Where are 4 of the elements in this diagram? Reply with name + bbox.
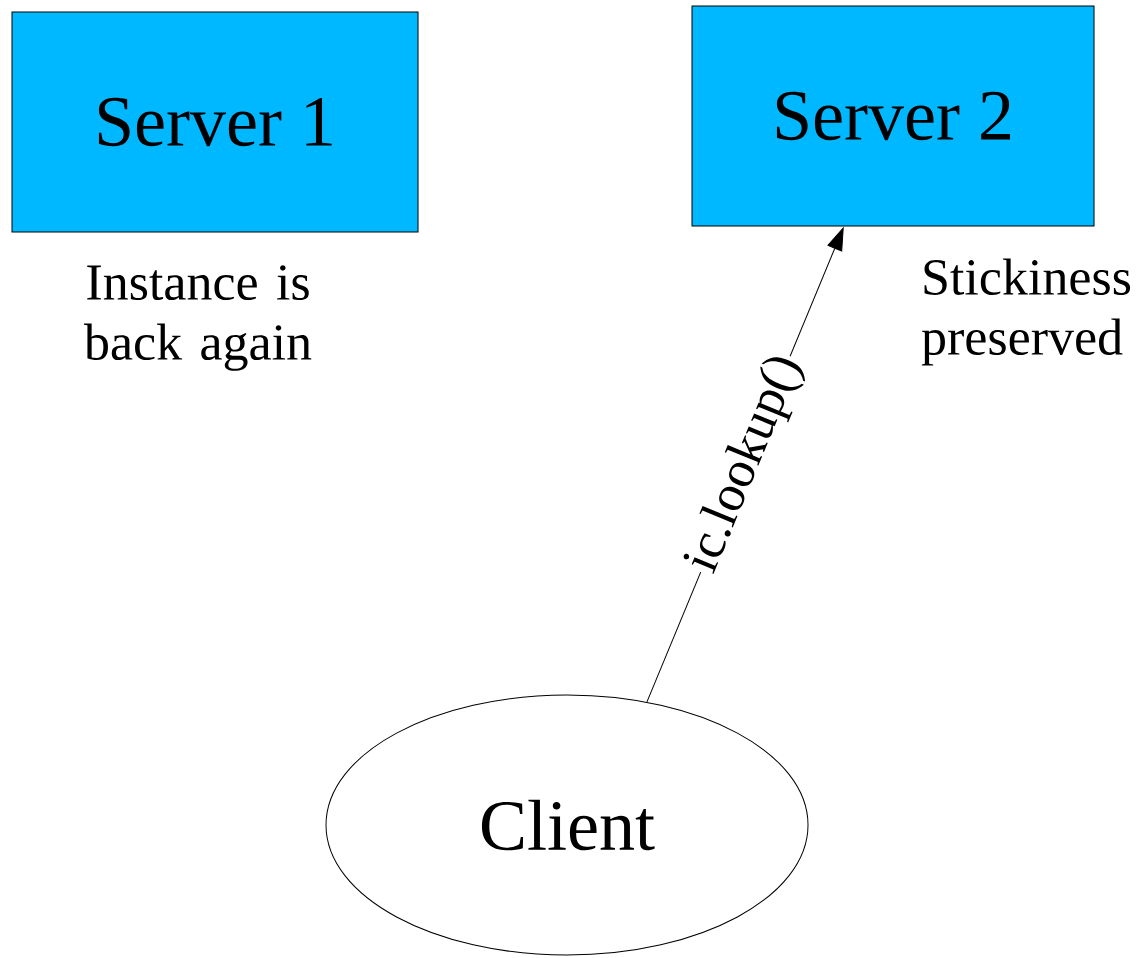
caption-text: Instance is back again	[83, 265, 312, 371]
server-box: Server 2	[691, 5, 1095, 227]
server-box: Server 1	[11, 11, 419, 233]
caption-text: Stickiness preserved	[921, 258, 1131, 366]
